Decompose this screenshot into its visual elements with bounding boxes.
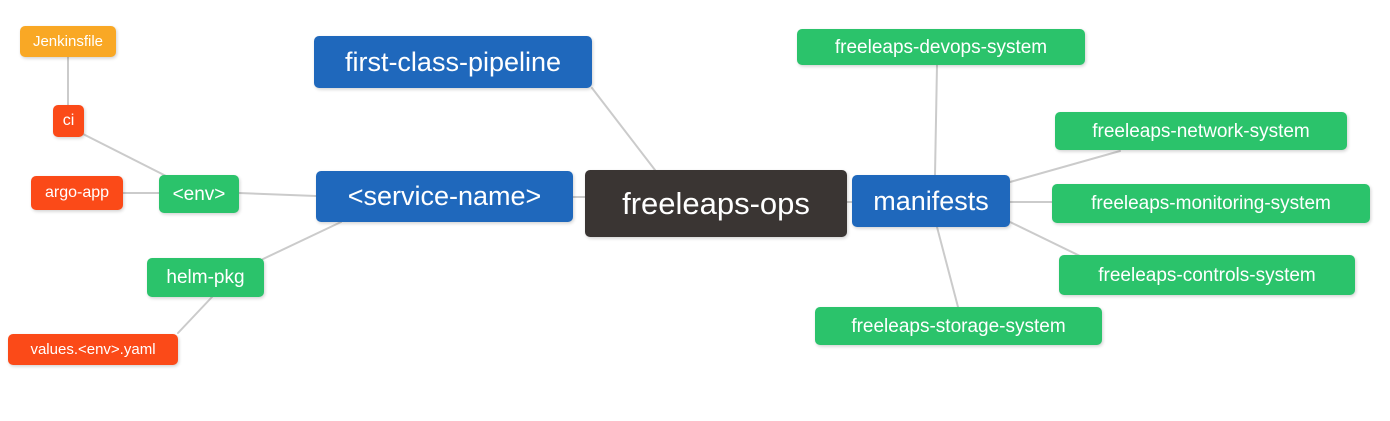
mindmap-node-manifests[interactable]: manifests [852,175,1010,227]
edge-first-class-pipeline-to-freeleaps-ops [591,87,656,171]
mindmap-node-service-name[interactable]: <service-name> [316,171,573,222]
edge-manifests-to-freeleaps-controls-system [1009,221,1081,257]
mindmap-node-freeleaps-devops-system[interactable]: freeleaps-devops-system [797,29,1085,65]
mindmap-node-freeleaps-monitoring-system[interactable]: freeleaps-monitoring-system [1052,184,1370,223]
edge-manifests-to-freeleaps-storage-system [936,226,959,308]
mindmap-node-helm-pkg[interactable]: helm-pkg [147,258,264,297]
mindmap-node-ci[interactable]: ci [53,105,84,137]
mindmap-node-freeleaps-controls-system[interactable]: freeleaps-controls-system [1059,255,1355,295]
mindmap-node-jenkinsfile[interactable]: Jenkinsfile [20,26,116,57]
mindmap-node-freeleaps-storage-system[interactable]: freeleaps-storage-system [815,307,1102,345]
mindmap-node-freeleaps-ops[interactable]: freeleaps-ops [585,170,847,237]
edge-values-env-yaml-to-helm-pkg [177,296,213,334]
edge-helm-pkg-to-service-name [262,221,342,260]
mindmap-node-first-class-pipeline[interactable]: first-class-pipeline [314,36,592,88]
mindmap-node-freeleaps-network-system[interactable]: freeleaps-network-system [1055,112,1347,150]
mindmap-node-env[interactable]: <env> [159,175,239,213]
edge-manifests-to-freeleaps-network-system [1009,150,1121,183]
mindmap-node-argo-app[interactable]: argo-app [31,176,123,210]
edge-manifests-to-freeleaps-devops-system [934,64,938,176]
edge-ci-to-env [82,133,169,178]
mindmap-node-values-env-yaml[interactable]: values.<env>.yaml [8,334,178,365]
edge-env-to-service-name [238,192,317,197]
